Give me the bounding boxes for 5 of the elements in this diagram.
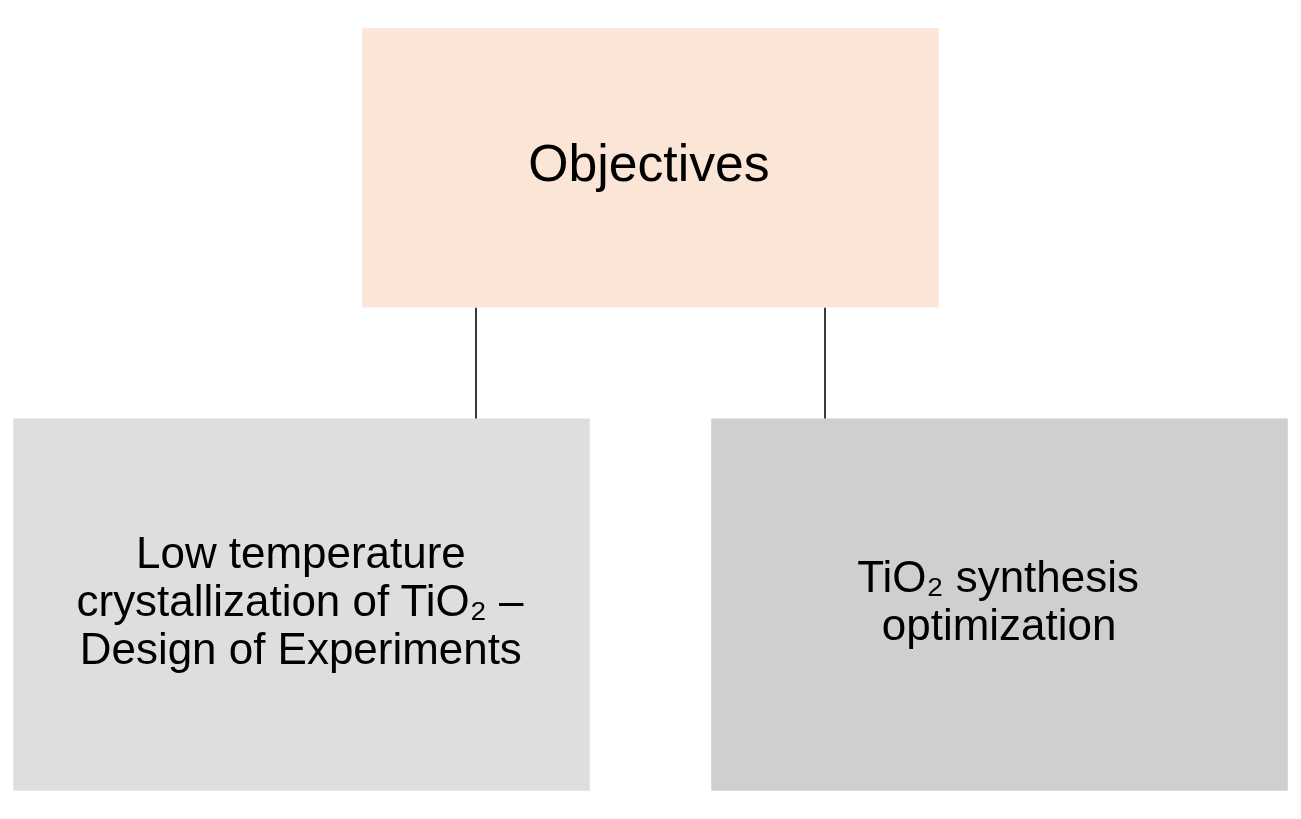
connector [824, 307, 826, 420]
node-box: Objectives [362, 28, 939, 308]
connector [475, 307, 477, 420]
node-box: Low temperature crystallization of TiO₂ – Design of Experiments [13, 418, 590, 791]
node-box: TiO₂ synthesis optimization [711, 418, 1288, 791]
